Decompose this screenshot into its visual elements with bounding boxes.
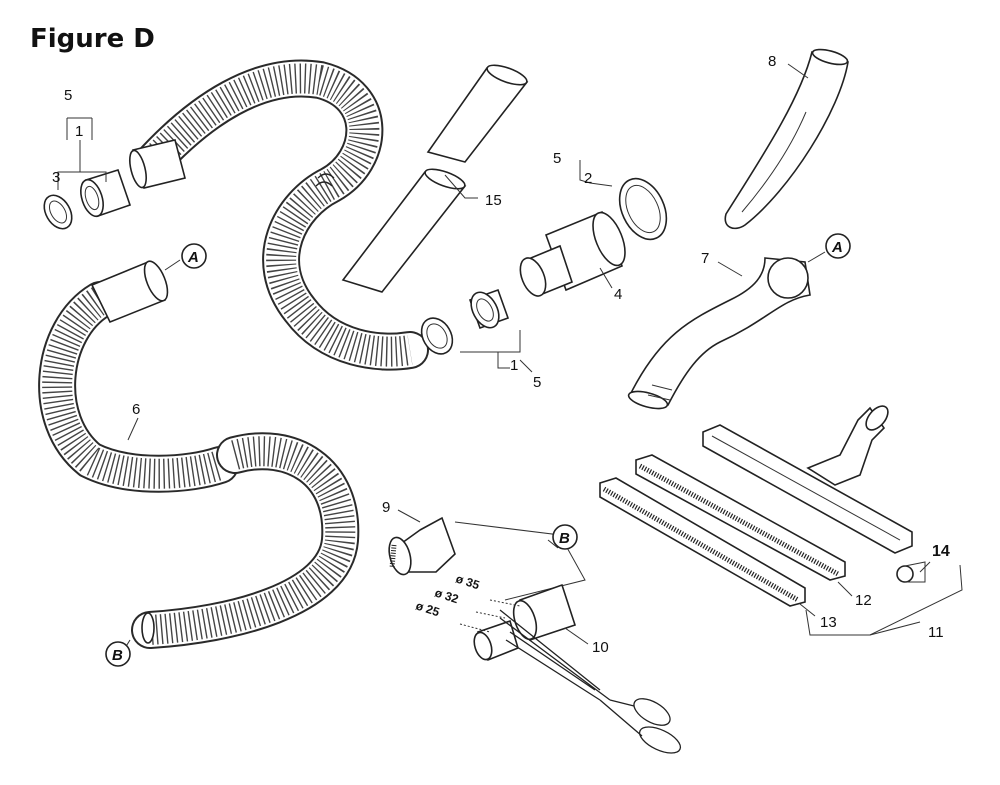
leader-13 [799, 603, 816, 617]
connector-a-right-label: A [831, 239, 843, 256]
callout-4: 4 [614, 286, 622, 303]
callout-5-mid: 5 [553, 150, 561, 167]
pliers [499, 609, 682, 754]
callout-7: 7 [701, 250, 709, 267]
bracket-1-5-lower [460, 330, 533, 373]
bent-wand-7 [627, 257, 811, 410]
wheel-14 [896, 561, 926, 583]
connector-b-bottom: B [105, 639, 131, 667]
callout-5-lower: 5 [533, 374, 541, 391]
crevice-tool-8 [724, 48, 849, 230]
clamp-ring-3 [43, 194, 73, 230]
leader-11 [869, 621, 921, 636]
callout-9: 9 [382, 499, 390, 516]
connector-a-left-label: A [187, 249, 199, 266]
bracket-5-2 [579, 160, 613, 187]
leader-9 [397, 509, 421, 523]
leader-6 [127, 417, 139, 441]
hose-6-end [141, 612, 155, 644]
leader-10 [564, 627, 589, 645]
coupling-4 [519, 210, 626, 297]
size-35: ø 35 [454, 572, 481, 593]
brush-strip-12 [635, 454, 846, 581]
leader-8 [787, 63, 809, 79]
adapter-9 [388, 516, 456, 576]
adapter-1 [80, 169, 132, 218]
leader-7 [717, 261, 743, 277]
callout-bracket-1-3-5 [57, 117, 107, 190]
connector-b-bottom-label: B [112, 647, 123, 664]
floor-nozzle-11 [702, 405, 913, 554]
brush-strip-13 [599, 477, 806, 607]
callout-6: 6 [132, 401, 140, 418]
callout-5-top: 5 [64, 87, 72, 104]
connector-a-right: A [807, 233, 851, 263]
leader-12 [837, 581, 853, 597]
callout-14: 14 [932, 543, 950, 560]
callout-2: 2 [584, 170, 592, 187]
clamp-ring-2 [618, 177, 668, 241]
figure-title: Figure D [30, 24, 155, 54]
reducer-10 [473, 583, 577, 662]
adapter-1-lower [420, 288, 510, 355]
connector-a-left: A [164, 243, 207, 271]
hose-6 [38, 260, 360, 649]
callout-1-top: 1 [75, 123, 83, 140]
callout-8: 8 [768, 53, 776, 70]
hose-6-cuff-top [90, 260, 169, 324]
callout-3: 3 [52, 169, 60, 186]
callout-13: 13 [820, 614, 837, 631]
leader-14 [919, 561, 931, 573]
connector-b-right: B [547, 524, 578, 550]
extension-tubes-15 [341, 64, 529, 293]
callout-11: 11 [928, 624, 944, 641]
callout-15: 15 [485, 192, 502, 209]
size-25: ø 25 [414, 599, 441, 620]
callout-1-lower: 1 [510, 357, 518, 374]
upper-hose [128, 59, 429, 371]
size-32: ø 32 [433, 586, 460, 607]
bracket-b [454, 521, 586, 601]
leader-4 [599, 267, 613, 289]
callout-12: 12 [855, 592, 872, 609]
connector-b-right-label: B [559, 530, 570, 547]
callout-10: 10 [592, 639, 609, 656]
upper-hose-cuff [128, 139, 186, 189]
